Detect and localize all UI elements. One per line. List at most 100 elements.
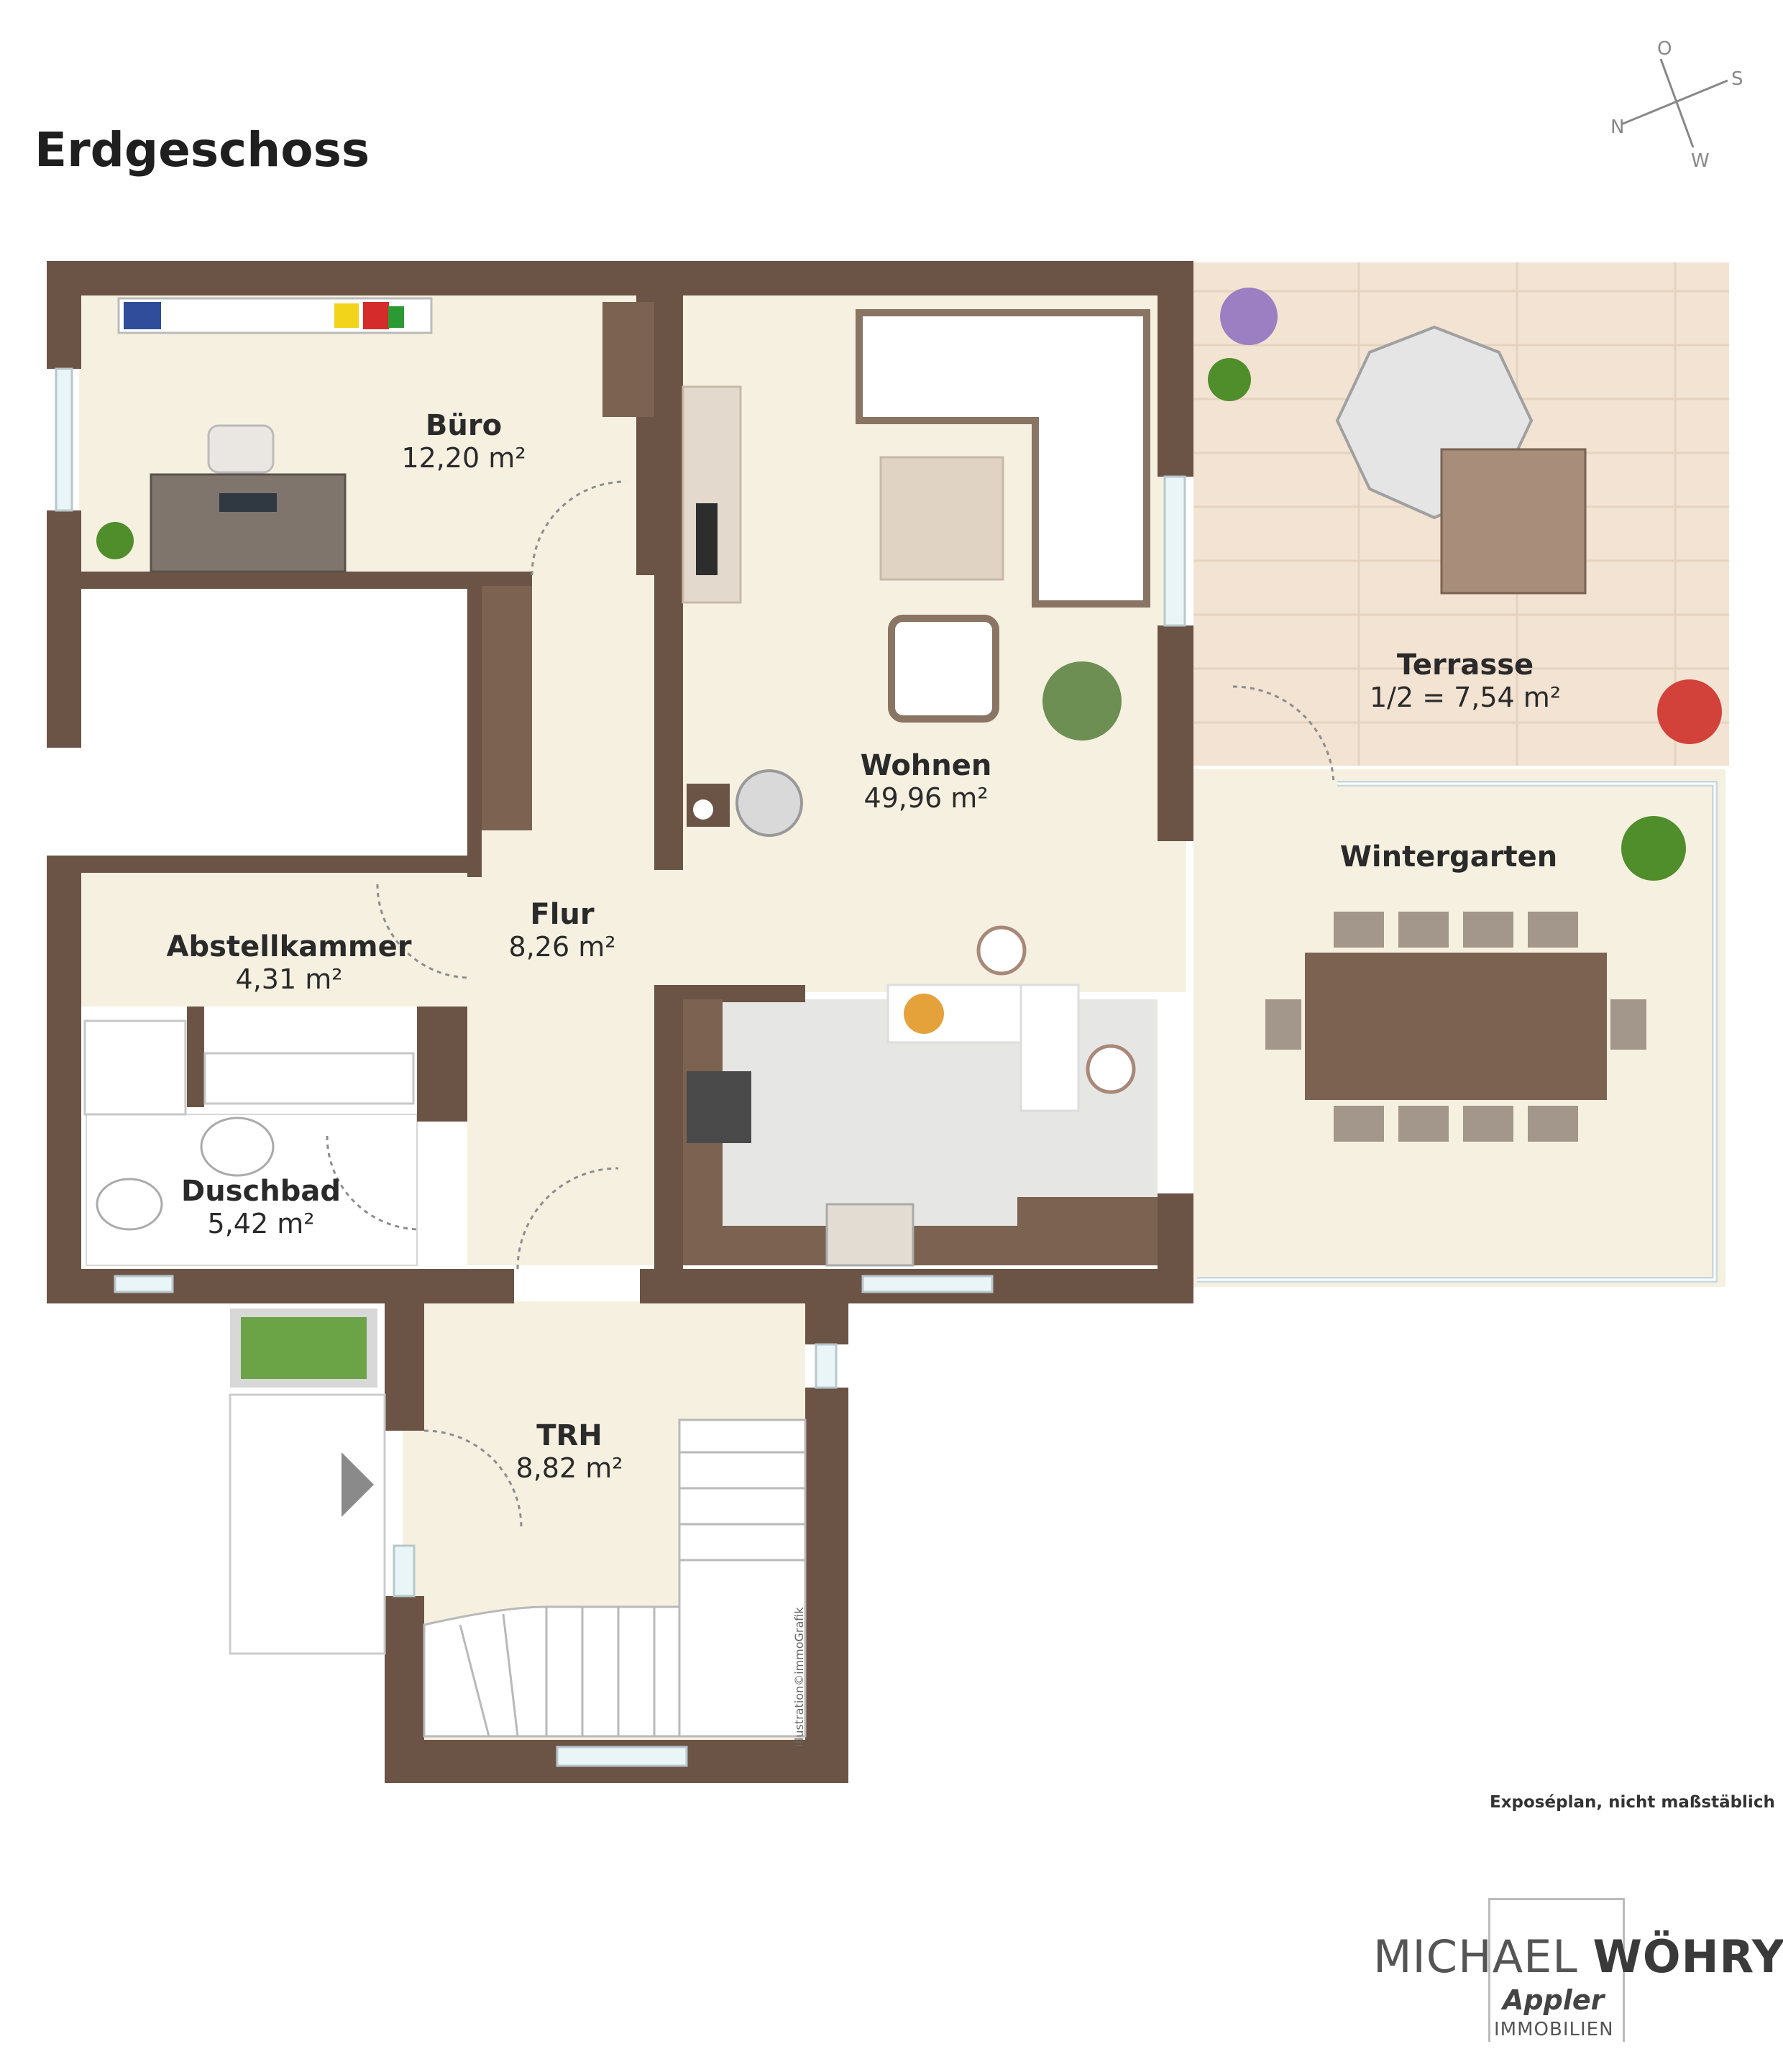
- window-kitchen: [861, 1275, 994, 1293]
- armchair: [888, 615, 999, 723]
- entrance-path: [229, 1393, 386, 1655]
- page-title: Erdgeschoss: [35, 122, 370, 178]
- living-furniture: [682, 309, 1150, 837]
- wall-trh-right-2: [805, 1388, 848, 1783]
- logo-first-name: MICHAEL: [1373, 1930, 1578, 1983]
- door-entrance: [423, 1429, 523, 1528]
- room-name-abstellkammer: Abstellkammer: [167, 930, 412, 963]
- tv-sideboard: [682, 385, 742, 604]
- keyboard: [219, 493, 277, 512]
- bar-stool-icon: [1086, 1044, 1136, 1094]
- wall-wohnen-right: [1158, 261, 1193, 477]
- terrace-table: [1440, 448, 1587, 595]
- kitchen-oven: [687, 1071, 751, 1143]
- box-yellow: [334, 303, 359, 328]
- room-name-trh: TRH: [536, 1419, 602, 1452]
- staircase: [423, 1418, 807, 1738]
- flower-pot-3-icon: [1657, 679, 1722, 744]
- room-area-terrasse: 1/2 = 7,54 m²: [1370, 682, 1561, 713]
- door-abstellkammer: [376, 884, 472, 979]
- flower-pot-2-icon: [1208, 358, 1251, 401]
- dining-furniture: [1265, 816, 1686, 1142]
- window-trh-bottom: [556, 1746, 688, 1767]
- compass-icon: O S W N: [1610, 38, 1743, 172]
- kitchen-cabinets: [1017, 1197, 1158, 1265]
- office-furniture: [96, 297, 654, 573]
- window-wohnen: [1163, 475, 1186, 627]
- room-area-buero: 12,20 m²: [401, 442, 526, 474]
- doors: [326, 480, 1335, 1528]
- wall-flur-wohnen: [654, 295, 683, 870]
- plant-wohnen-icon: [1042, 661, 1122, 741]
- wall-abstell-top: [47, 856, 475, 873]
- wardrobe-flur: [482, 586, 532, 830]
- window-trh-right: [815, 1343, 838, 1389]
- logo-frame: [1488, 1898, 1625, 2042]
- office-chair: [207, 424, 275, 474]
- logo-name: MICHAEL WÖHRY: [1373, 1930, 1783, 1983]
- wall-kitchen-left: [654, 985, 683, 1301]
- logo-sub: IMMOBILIEN: [1494, 2019, 1614, 2040]
- box-red: [363, 302, 389, 329]
- room-name-wohnen: Wohnen: [861, 749, 992, 782]
- dining-chair: [1463, 912, 1513, 948]
- dining-chair: [1265, 999, 1301, 1050]
- flower-pot-1-icon: [1220, 288, 1278, 345]
- wall-left-buero-2: [47, 510, 81, 748]
- desk: [150, 473, 347, 573]
- plant-wintergarten-icon: [1621, 816, 1686, 881]
- logo-brand: Appler: [1503, 1984, 1605, 2016]
- logo-last-name: WÖHRY: [1592, 1930, 1783, 1983]
- entrance: [229, 1308, 386, 1655]
- wall-left-buero: [47, 261, 81, 369]
- stair-flight: [678, 1418, 807, 1738]
- file-folders: [124, 302, 161, 329]
- wall-buero-bottom: [79, 572, 532, 589]
- compass-label-east: O: [1657, 38, 1672, 60]
- stove-pillar-hole: [693, 799, 713, 820]
- sofa: [856, 309, 1150, 608]
- room-name-buero: Büro: [426, 409, 502, 442]
- terrace-furniture: [1208, 288, 1722, 744]
- shower-tray: [83, 1019, 187, 1116]
- room-area-duschbad: 5,42 m²: [208, 1208, 315, 1239]
- kitchen-furniture: [683, 925, 1158, 1267]
- wall-bath-right: [417, 1007, 467, 1122]
- plant-buero-icon: [96, 522, 134, 559]
- windows: [55, 367, 1186, 1767]
- door-terrace: [1232, 685, 1335, 784]
- bath-bench: [203, 1052, 415, 1105]
- wardrobe-buero: [602, 302, 654, 417]
- kitchen-sink: [825, 1203, 915, 1267]
- floor-abstellkammer: [79, 870, 467, 1007]
- room-labels: Büro 12,20 m² Wohnen 49,96 m² Terrasse 1…: [167, 409, 1561, 1484]
- wall-kitchen-top: [654, 985, 805, 1002]
- room-area-trh: 8,82 m²: [516, 1452, 623, 1484]
- stove-icon: [735, 769, 803, 837]
- wall-trh-left: [385, 1301, 424, 1431]
- coffee-table: [879, 456, 1004, 581]
- tv: [696, 503, 718, 575]
- window-buero: [55, 367, 73, 512]
- walls: [47, 261, 1193, 1783]
- dining-chair: [1610, 999, 1646, 1050]
- wall-trh-right: [805, 1301, 848, 1344]
- bar-stool-icon: [976, 925, 1027, 976]
- wall-abstell-inner: [187, 1007, 204, 1107]
- dining-chair: [1334, 912, 1384, 948]
- compass-label-north: N: [1610, 116, 1624, 138]
- dining-chair: [1528, 1106, 1578, 1142]
- dining-chair: [1398, 1106, 1449, 1142]
- room-area-wohnen: 49,96 m²: [863, 782, 988, 814]
- wall-top: [47, 261, 1193, 295]
- box-green: [388, 306, 404, 328]
- door-buero: [531, 480, 626, 576]
- window-bath: [114, 1275, 174, 1293]
- company-logo: MICHAEL WÖHRY Appler IMMOBILIEN: [1373, 1898, 1783, 2042]
- toilet-icon: [96, 1178, 163, 1231]
- fruit-bowl-icon: [904, 994, 944, 1034]
- sink-icon: [200, 1117, 275, 1177]
- room-area-abstellkammer: 4,31 m²: [236, 963, 343, 995]
- wall-left-lower: [47, 856, 81, 1301]
- wall-kitchen-right: [1158, 1193, 1193, 1301]
